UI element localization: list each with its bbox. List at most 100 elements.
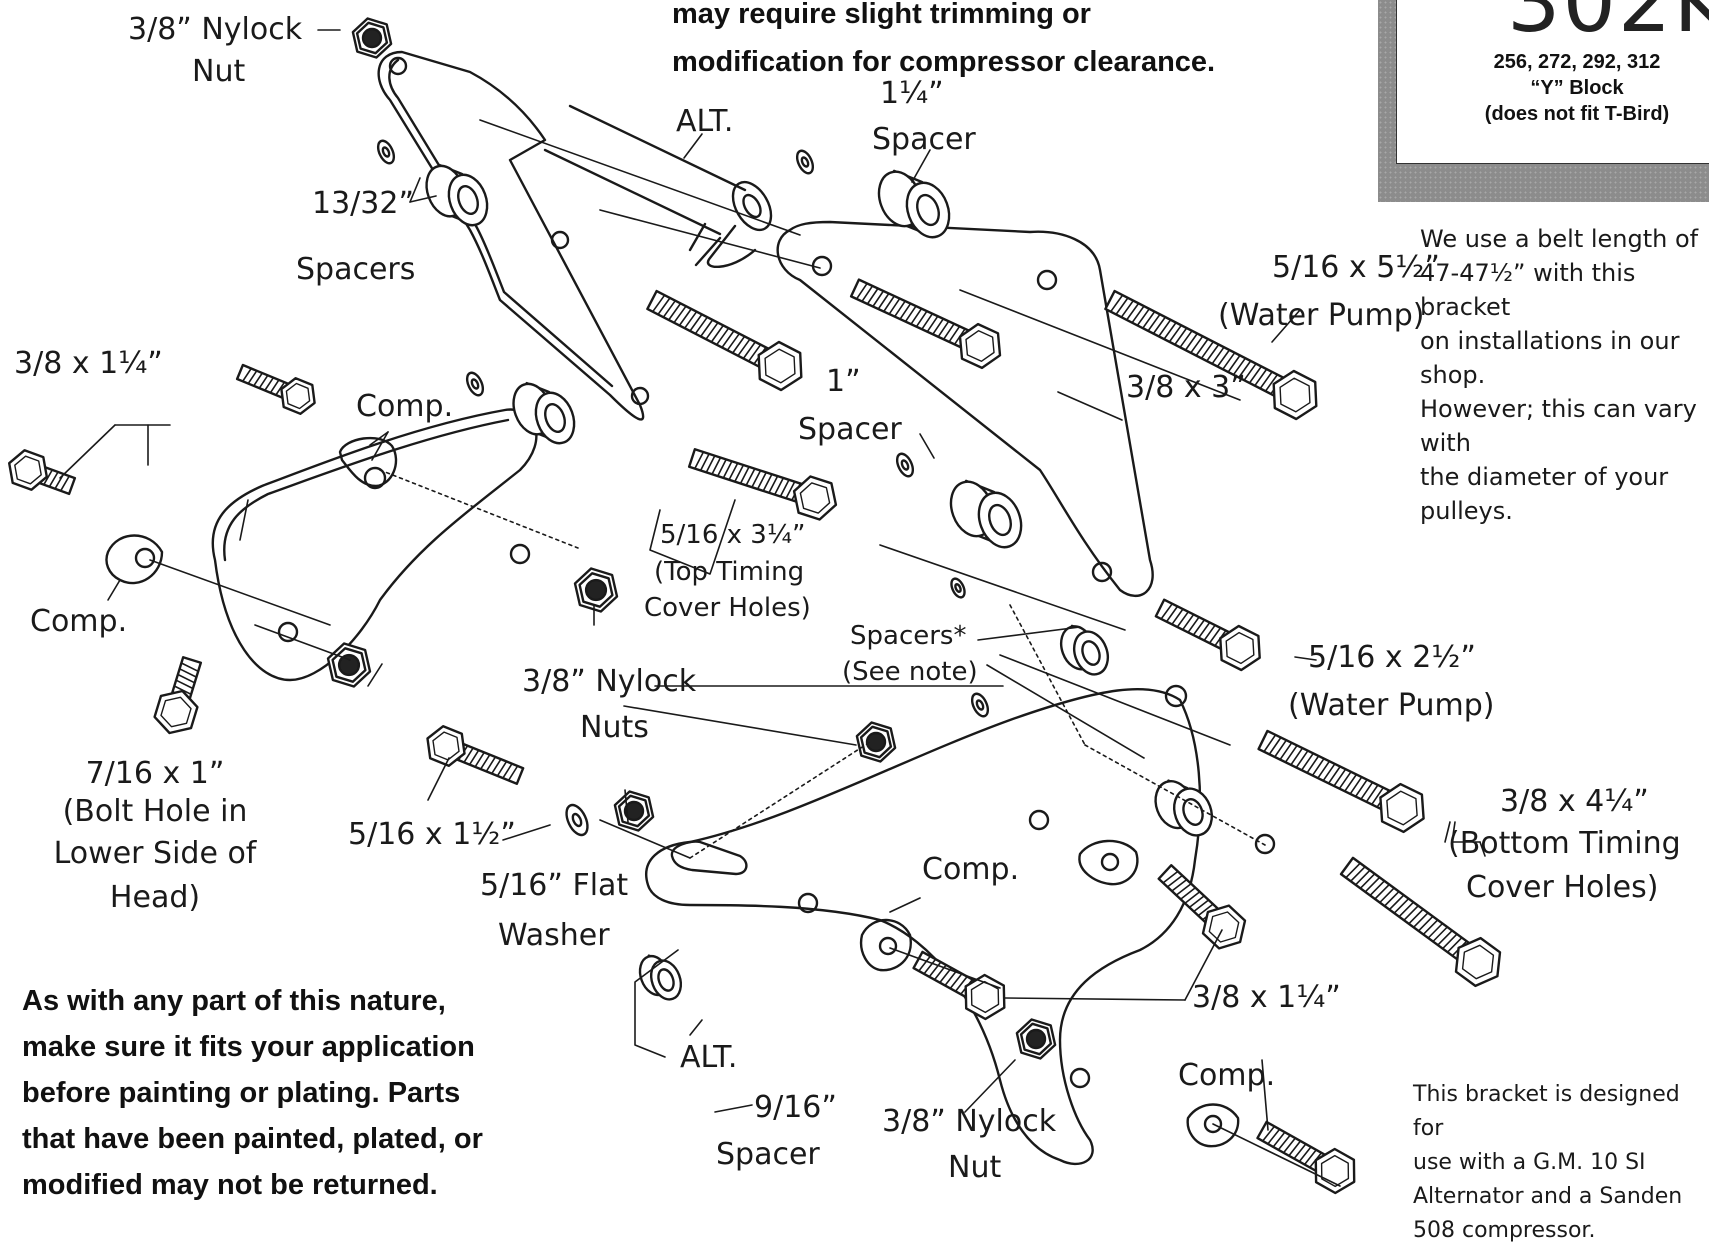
bottom-note-line: make sure it fits your application [22, 1031, 475, 1063]
nut-bore [865, 731, 887, 753]
bolt [1257, 729, 1425, 834]
bolt-thread [1345, 862, 1473, 960]
nut-bore [584, 578, 608, 602]
diagram-canvas: may require slight trimming or modificat… [7, 0, 1709, 1243]
label-spacer-1-word: Spacer [798, 412, 902, 447]
spacer-bore [988, 503, 1012, 537]
label-bolt-3-8-1-25-lower: 3/8 x 1¼” [1192, 980, 1341, 1015]
bolt-head [1201, 904, 1247, 950]
label-alt-lower: ALT. [680, 1040, 738, 1075]
bolt-thread [651, 294, 773, 368]
label-bolt-5-16-2-5: 5/16 x 2½” [1308, 640, 1476, 675]
bolt-thread [43, 469, 70, 492]
label-bolt-hole-in: (Bolt Hole in [62, 794, 248, 829]
washer [565, 803, 589, 837]
alt-tab [688, 222, 757, 269]
bolt-head-face [1225, 631, 1255, 665]
spacer [1059, 624, 1110, 676]
design-note-line: 508 compressor. [1413, 1218, 1596, 1243]
bolt-head-face [1461, 944, 1495, 980]
bolt-hole [277, 621, 299, 643]
bolt-hole [134, 547, 156, 569]
washer-hole [470, 378, 480, 390]
label-head: Head) [109, 880, 201, 915]
bolt-head-face [432, 731, 460, 761]
bolt-thread [1261, 1125, 1323, 1169]
upper-alt-bracket [377, 50, 645, 421]
bolt [426, 725, 525, 785]
washer-outer [376, 139, 396, 165]
bolt-head-face [970, 980, 1000, 1014]
design-note-line: use with a G.M. 10 SI [1413, 1150, 1646, 1175]
bolt-thread [1263, 734, 1390, 808]
bolt [1157, 864, 1247, 950]
bolt-head-face [1320, 1154, 1350, 1188]
comp-ear-lower [859, 918, 912, 972]
label-nylock-top: 3/8” Nylock [128, 12, 303, 47]
washer-hole [571, 812, 583, 828]
washer [795, 149, 815, 175]
nylock-nut [1015, 1018, 1057, 1060]
nut-bore [361, 27, 383, 49]
label-nylock-bottom: 3/8” Nylock [882, 1104, 1057, 1139]
spacer [512, 381, 576, 445]
lower-main-bracket [645, 687, 1202, 1166]
bolt-shank [687, 448, 805, 504]
washer-hole [975, 699, 985, 711]
washer-outer [465, 371, 485, 397]
bolt-hole [1028, 809, 1050, 831]
bolt-head-face [799, 482, 831, 514]
bottom-note-line: before painting or plating. Parts [22, 1077, 461, 1109]
bolt-head [958, 322, 1002, 370]
middle-comp-bracket-edge [223, 418, 510, 562]
leader-lines [59, 29, 1486, 1131]
lower-slot [670, 840, 748, 876]
bolt [1256, 1120, 1356, 1195]
design-note-line: This bracket is designed for [1413, 1082, 1680, 1141]
washer [376, 139, 396, 165]
spacer-front [977, 491, 1023, 549]
spacer-bore [457, 185, 479, 215]
bolt-hole [1164, 684, 1188, 708]
bolt [1104, 289, 1318, 421]
bolt-hole [1203, 1114, 1223, 1134]
nut-face [578, 572, 614, 608]
bolt-head-face [1279, 377, 1311, 413]
bolt-head [1219, 624, 1261, 672]
bolt [1339, 856, 1502, 988]
label-comp-bottom: Comp. [1178, 1058, 1276, 1093]
spacer-front [905, 181, 951, 239]
label-nylock-nuts-word: Nuts [580, 710, 649, 745]
nut-bore [623, 800, 645, 822]
nut-face [1019, 1022, 1053, 1056]
spacer-bore [1081, 640, 1101, 666]
spacer [638, 954, 683, 1001]
alternator-end-inner [742, 193, 762, 219]
nylock-nut [573, 567, 619, 613]
label-nylock-bottom-nut: Nut [948, 1150, 1002, 1185]
bottom-note-line: that have been painted, plated, or [22, 1123, 483, 1155]
alignment-lines [149, 119, 1341, 1187]
bolt [153, 656, 203, 735]
bolt-thread [457, 744, 519, 782]
block-type: “Y” Block [1530, 77, 1624, 99]
bottom-note: As with any part of this nature, make su… [22, 978, 483, 1208]
washer-outer [970, 692, 990, 718]
washer [895, 452, 915, 478]
label-top-timing: (Top Timing [654, 557, 805, 587]
comp-ear-left [105, 534, 164, 585]
fitment-note: (does not fit T-Bird) [1484, 103, 1670, 125]
nut-bore [1025, 1028, 1047, 1050]
belt-note-line: However; this can vary with [1420, 395, 1697, 457]
washer [970, 692, 990, 718]
bracket-exploded-view [7, 17, 1502, 1195]
bolt-head-face [1386, 790, 1418, 826]
top-note: may require slight trimming or modificat… [672, 0, 1215, 86]
label-bolt-5-16-5-5: 5/16 x 5½” [1272, 250, 1440, 285]
spacer-front [1072, 630, 1110, 676]
label-top-timing-holes: Cover Holes) [644, 593, 811, 623]
bottom-note-line: As with any part of this nature, [22, 985, 446, 1017]
bolt [646, 289, 803, 392]
bolt-head [1454, 936, 1502, 988]
bolt [912, 950, 1006, 1021]
